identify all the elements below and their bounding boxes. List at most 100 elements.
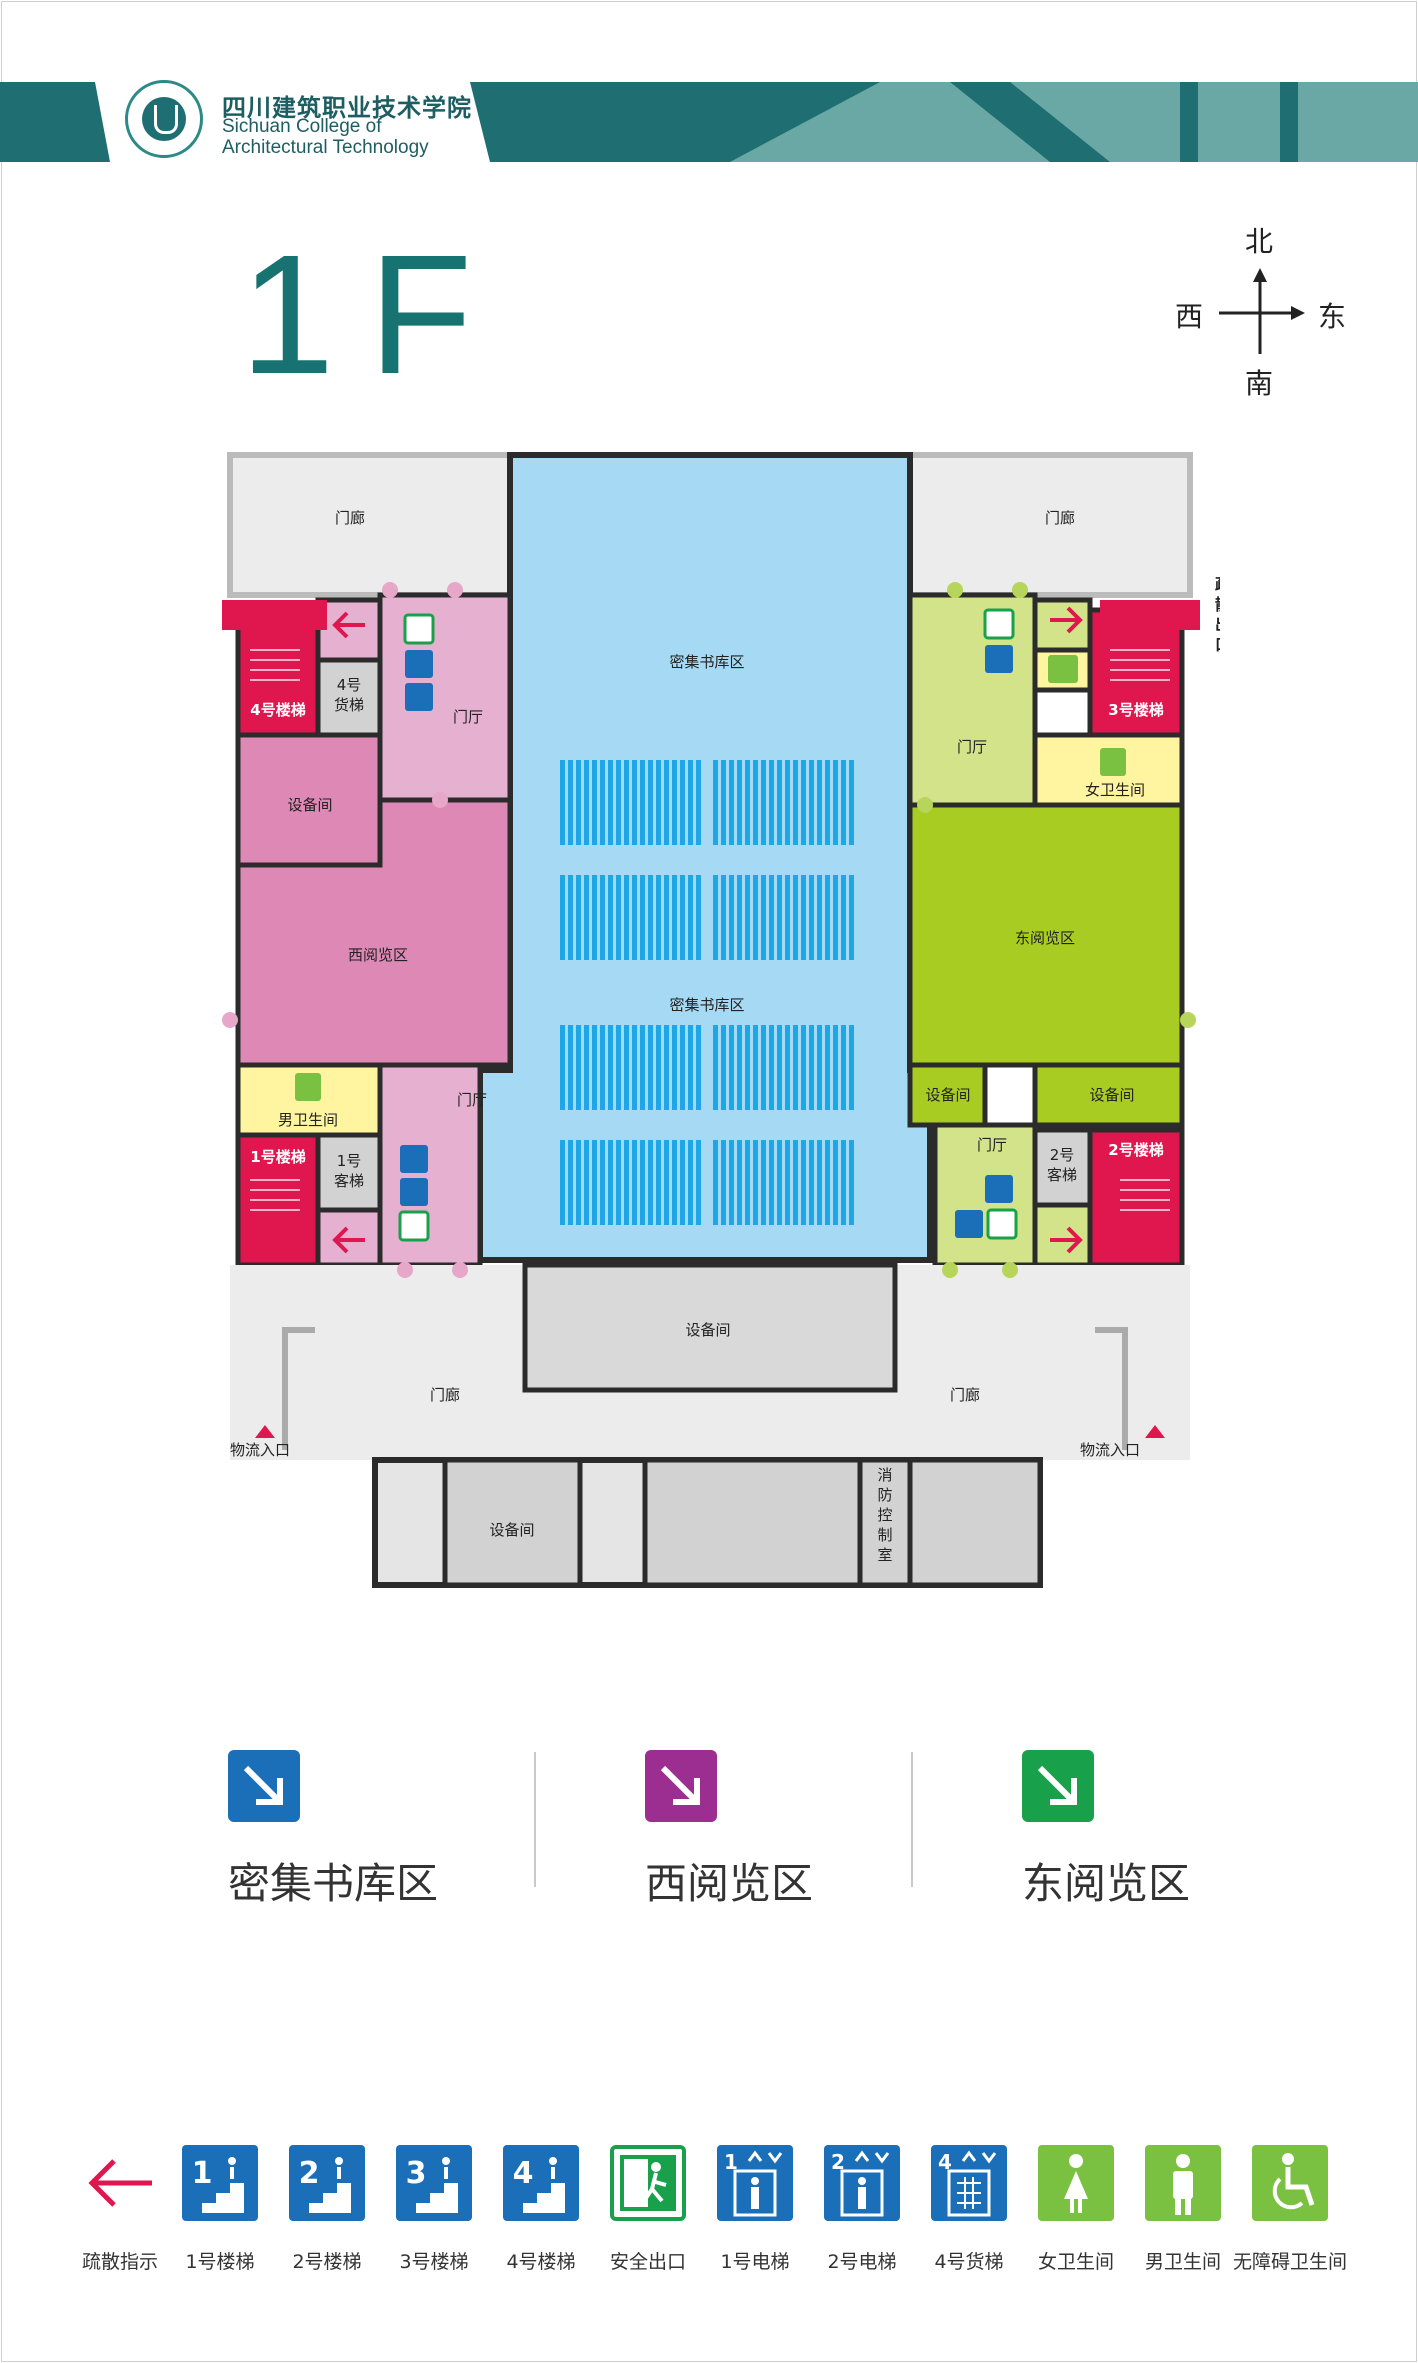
shelf-unit bbox=[672, 875, 677, 960]
shelf-unit bbox=[777, 760, 782, 845]
shelf-unit bbox=[624, 1025, 629, 1110]
shelf-unit bbox=[737, 1025, 742, 1110]
shelf-unit bbox=[761, 875, 766, 960]
label-freight-4-b: 货梯 bbox=[334, 696, 364, 714]
shelf-unit bbox=[841, 875, 846, 960]
label-portico-nw: 门廊 bbox=[335, 509, 365, 527]
shelf-unit bbox=[745, 760, 750, 845]
shelf-unit bbox=[825, 1025, 830, 1110]
wall-logistics-w bbox=[282, 1327, 315, 1450]
label-lift-2-a: 2号 bbox=[1050, 1146, 1075, 1164]
shelf-unit bbox=[801, 1025, 806, 1110]
shelf-unit bbox=[696, 1140, 701, 1225]
shelf-unit bbox=[632, 875, 637, 960]
shelf-unit bbox=[833, 760, 838, 845]
category-east-reading: 东阅览区 bbox=[1022, 1750, 1190, 1908]
shelf-unit bbox=[696, 760, 701, 845]
shelf-unit bbox=[656, 760, 661, 845]
shelf-unit bbox=[616, 760, 621, 845]
shelf-unit bbox=[721, 1140, 726, 1225]
shelf-unit bbox=[648, 875, 653, 960]
label-stair-3: 3号楼梯 bbox=[1108, 701, 1163, 719]
freight-4-icon bbox=[405, 683, 433, 711]
equipment-room-nw bbox=[235, 732, 383, 868]
shelf-unit bbox=[616, 1140, 621, 1225]
category-divider bbox=[911, 1752, 913, 1887]
shelf-unit bbox=[825, 1140, 830, 1225]
shelf-unit bbox=[616, 1025, 621, 1110]
shelf-unit bbox=[761, 1140, 766, 1225]
shelf-unit bbox=[592, 1140, 597, 1225]
shelf-unit bbox=[672, 1025, 677, 1110]
shelf-unit bbox=[560, 1140, 565, 1225]
shelf-unit bbox=[809, 760, 814, 845]
label-evac-exit-e: 疏散出口 bbox=[1215, 575, 1220, 654]
shelf-unit bbox=[753, 1025, 758, 1110]
svg-text:1: 1 bbox=[724, 2150, 738, 2174]
shelf-unit bbox=[608, 1140, 613, 1225]
shelf-unit bbox=[729, 1025, 734, 1110]
college-logo-icon bbox=[125, 80, 203, 158]
shelf-unit bbox=[761, 1025, 766, 1110]
shelf-unit bbox=[737, 875, 742, 960]
shelf-unit bbox=[745, 1140, 750, 1225]
shelf-unit bbox=[656, 1025, 661, 1110]
shelf-unit bbox=[632, 1140, 637, 1225]
shelf-unit bbox=[640, 1140, 645, 1225]
shelf-unit bbox=[576, 875, 581, 960]
shelf-unit bbox=[841, 1140, 846, 1225]
label-stack-area-top: 密集书库区 bbox=[669, 653, 744, 671]
portico-ne bbox=[907, 452, 1193, 598]
label-east-reading: 东阅览区 bbox=[1015, 929, 1075, 947]
shelf-unit bbox=[624, 760, 629, 845]
logistics-marker-e bbox=[1145, 1425, 1165, 1438]
shelf-unit bbox=[785, 1025, 790, 1110]
shelf-unit bbox=[833, 1025, 838, 1110]
shelf-unit bbox=[608, 1025, 613, 1110]
shelf-unit bbox=[568, 875, 573, 960]
shelf-unit bbox=[777, 875, 782, 960]
womens-wc-icon bbox=[1100, 748, 1126, 776]
safety-exit-icon bbox=[398, 1210, 430, 1242]
label-equipment-south: 设备间 bbox=[685, 1321, 730, 1339]
legend-item: 2 2号电梯 bbox=[817, 2145, 907, 2273]
shelf-unit bbox=[729, 1140, 734, 1225]
legend-item: 4 4号楼梯 bbox=[496, 2145, 586, 2273]
shelf-unit bbox=[624, 875, 629, 960]
category-label: 东阅览区 bbox=[1022, 1859, 1191, 1908]
shelf-unit bbox=[584, 1140, 589, 1225]
shelf-unit bbox=[688, 760, 693, 845]
label-equipment-sw: 设备间 bbox=[489, 1521, 534, 1539]
portico-nw bbox=[227, 452, 513, 598]
safety-exit-icon bbox=[983, 608, 1015, 640]
shelf-unit bbox=[672, 1140, 677, 1225]
shelf-unit bbox=[721, 875, 726, 960]
door-markers-east bbox=[917, 582, 1196, 1278]
shelf-unit bbox=[560, 875, 565, 960]
label-portico-sw: 门廊 bbox=[430, 1386, 460, 1404]
west-lobby-north bbox=[377, 592, 513, 803]
shelf-unit bbox=[600, 1025, 605, 1110]
legend-item: 1 1号电梯 bbox=[710, 2145, 800, 2273]
shelf-unit bbox=[624, 1140, 629, 1225]
shelf-unit bbox=[753, 875, 758, 960]
elevator-2-icon bbox=[955, 1210, 983, 1238]
shelf-unit bbox=[737, 1140, 742, 1225]
stair-3-icon bbox=[985, 645, 1013, 673]
west-corridor-south bbox=[315, 1207, 383, 1268]
shelf-unit bbox=[769, 760, 774, 845]
shelf-unit bbox=[640, 1025, 645, 1110]
svg-text:1: 1 bbox=[192, 2156, 213, 2191]
shelf-unit bbox=[849, 1140, 854, 1225]
shelf-unit bbox=[825, 875, 830, 960]
label-stair-2: 2号楼梯 bbox=[1108, 1141, 1163, 1159]
east-corridor-south bbox=[1032, 1202, 1093, 1268]
east-lobby-north bbox=[907, 592, 1038, 808]
stair-4-icon: 4 bbox=[503, 2145, 579, 2221]
svg-text:4: 4 bbox=[513, 2156, 534, 2191]
shelf-unit bbox=[769, 1025, 774, 1110]
shelf-unit bbox=[648, 760, 653, 845]
stair-2-icon: 2 bbox=[289, 2145, 365, 2221]
shelf-unit bbox=[793, 1025, 798, 1110]
shelf-unit bbox=[801, 1140, 806, 1225]
